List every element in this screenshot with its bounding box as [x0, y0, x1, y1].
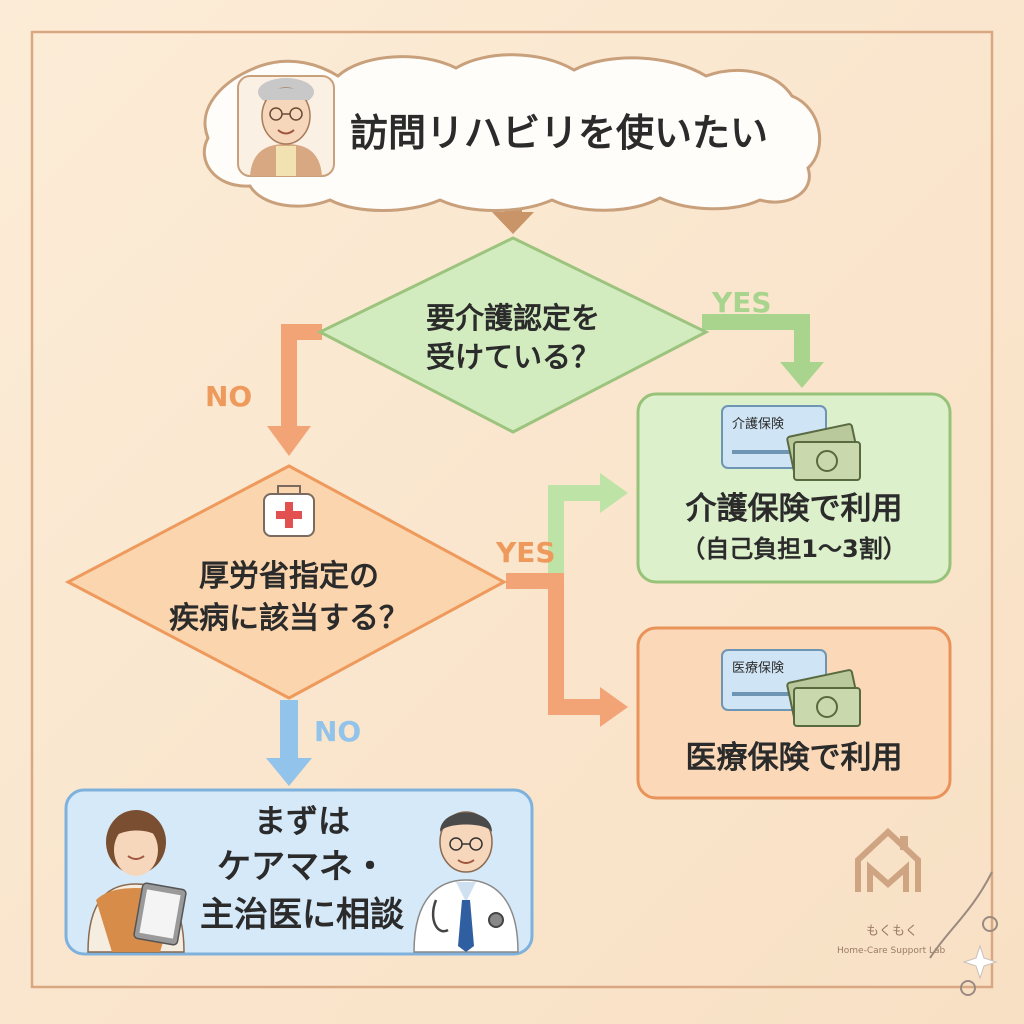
decision2-no-label: NO: [314, 715, 361, 748]
money-icon: [786, 423, 861, 481]
result-iryo-box: 医療保険 医療保険で利用: [636, 626, 952, 800]
elderly-person-icon: [237, 75, 335, 177]
decision2-node: 厚労省指定の 疾病に該当する？: [64, 464, 508, 700]
arrow-decision2-yes-iryo: [506, 573, 628, 727]
house-icon: [855, 827, 921, 892]
logo-name: もくもく: [866, 924, 918, 939]
money-icon: [786, 669, 861, 727]
iryo-title: 医療保険で利用: [686, 740, 903, 776]
kaigo-subtitle: （自己負担1～3割）: [681, 535, 906, 563]
decision2-yes-label: YES: [495, 536, 556, 569]
consult-box: まずは ケアマネ・ 主治医に相談: [64, 788, 534, 956]
logo-tagline: Home-Care Support Lab: [837, 946, 945, 956]
decision1-line1: 要介護認定を: [426, 301, 600, 335]
decision1-line2: 受けている？: [426, 340, 600, 374]
first-aid-icon: [263, 485, 315, 537]
consult-line1: まずは: [254, 802, 350, 840]
arrow-decision1-no: [267, 324, 322, 456]
arrow-decision1-yes: [702, 314, 824, 388]
consult-line2: ケアマネ・: [217, 847, 387, 887]
decision1-node: 要介護認定を 受けている？: [316, 236, 710, 434]
kaigo-card-label: 介護保険: [732, 416, 784, 432]
decision2-line2: 疾病に該当する？: [169, 601, 409, 636]
decision1-yes-label: YES: [711, 286, 772, 319]
outer-frame: [30, 30, 994, 989]
consult-line3: 主治医に相談: [200, 895, 405, 935]
arrow-decision2-no: [266, 700, 312, 786]
brand-logo: もくもく Home-Care Support Lab: [837, 827, 945, 956]
start-text: 訪問リハビリを使いたい: [350, 111, 768, 155]
result-kaigo-box: 介護保険 介護保険で利用 （自己負担1～3割）: [636, 392, 952, 584]
decision1-no-label: NO: [205, 380, 252, 413]
doctor-icon: [413, 811, 519, 953]
corner-ornament: [929, 871, 998, 996]
start-node: 訪問リハビリを使いたい: [202, 53, 822, 212]
decision2-line1: 厚労省指定の: [199, 559, 379, 594]
care-manager-icon: [87, 810, 187, 953]
kaigo-title: 介護保険で利用: [685, 491, 903, 527]
iryo-card-label: 医療保険: [732, 661, 784, 676]
